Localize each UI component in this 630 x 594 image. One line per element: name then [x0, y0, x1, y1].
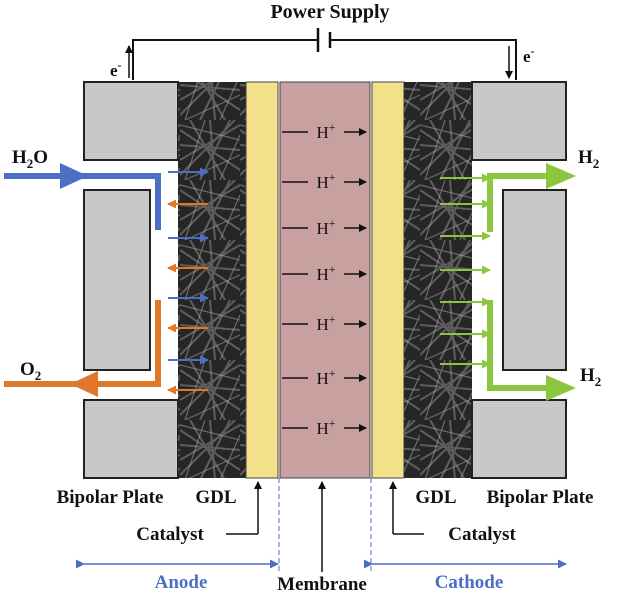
proton-arrow: H+: [282, 120, 367, 142]
proton-arrow: H+: [282, 312, 367, 334]
bipolar-plate-label-anode: Bipolar Plate: [57, 487, 164, 508]
anode-bipolar-plate: [83, 81, 179, 479]
anode-flow-arrows: [167, 167, 209, 395]
cathode-bipolar-plate: [471, 81, 567, 479]
svg-text:H+: H+: [316, 366, 335, 388]
catalyst-label-cathode: Catalyst: [448, 524, 516, 545]
cathode-gdl-fibers: [404, 82, 472, 478]
membrane-label: Membrane: [277, 574, 367, 594]
oxygen-label: O2: [20, 359, 41, 383]
svg-text:H+: H+: [316, 120, 335, 142]
electron-label-anode: e-: [110, 58, 122, 80]
anode-catalyst-layer: [245, 81, 279, 479]
cathode-catalyst-layer: [371, 81, 405, 479]
svg-text:H+: H+: [316, 416, 335, 438]
anode-gdl-fibers: [178, 82, 246, 478]
water-inlet-arrow: [4, 163, 161, 230]
cathode-label: Cathode: [435, 572, 504, 593]
hydrogen-label-top: H2: [578, 147, 599, 171]
cathode-flow-arrows: [440, 173, 491, 369]
svg-text:H+: H+: [316, 216, 335, 238]
svg-text:H+: H+: [316, 170, 335, 192]
proton-arrow: H+: [282, 216, 367, 238]
hydrogen-label-bottom: H2: [580, 365, 601, 389]
anode-label: Anode: [155, 572, 208, 593]
hydrogen-outlet-bottom-arrow: [487, 300, 576, 401]
gdl-label-anode: GDL: [195, 487, 236, 508]
hydrogen-outlet-top-arrow: [487, 163, 576, 232]
svg-text:H+: H+: [316, 312, 335, 334]
water-label: H2O: [12, 147, 48, 171]
gdl-label-cathode: GDL: [415, 487, 456, 508]
proton-arrow: H+: [282, 366, 367, 388]
svg-text:H+: H+: [316, 262, 335, 284]
boundary-lines: [278, 478, 372, 572]
proton-arrow: H+: [282, 262, 367, 284]
power-supply-label: Power Supply: [270, 1, 389, 23]
proton-arrow: H+: [282, 416, 367, 438]
bipolar-plate-label-cathode: Bipolar Plate: [487, 487, 594, 508]
proton-flow: H+ H+ H+ H+ H+ H+ H+: [282, 120, 367, 438]
electron-label-cathode: e-: [523, 44, 535, 66]
proton-arrow: H+: [282, 170, 367, 192]
power-circuit: [125, 28, 517, 80]
battery-icon: [316, 28, 332, 52]
oxygen-outlet-arrow: [4, 300, 161, 397]
catalyst-label-anode: Catalyst: [136, 524, 204, 545]
